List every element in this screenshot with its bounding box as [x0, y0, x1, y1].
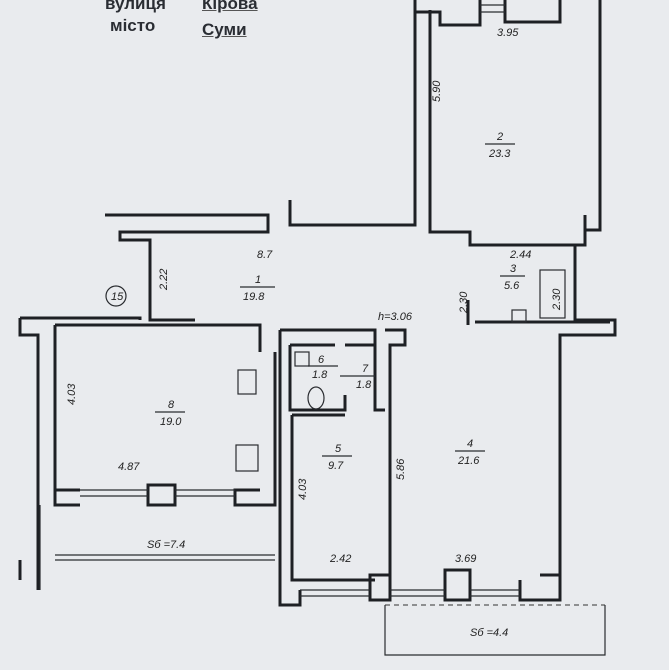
balcony-right-area: Sб =4.4 [470, 627, 508, 639]
svg-text:19.0: 19.0 [160, 416, 182, 428]
svg-text:19.8: 19.8 [243, 291, 265, 303]
dim-room5-length: 4.03 [297, 478, 309, 500]
svg-text:9.7: 9.7 [328, 460, 344, 472]
bathtub-icon [539, 269, 566, 319]
svg-text:4: 4 [467, 438, 473, 450]
dim-corridor-length: 8.7 [257, 249, 273, 261]
dim-room4-length: 5.86 [395, 458, 407, 480]
svg-text:23.3: 23.3 [488, 148, 511, 160]
toilet-icon [307, 386, 325, 410]
balcony-left [39, 505, 275, 590]
city-value: Суми [202, 20, 247, 39]
svg-text:6: 6 [318, 354, 325, 366]
balcony-left-area: Sб =7.4 [147, 539, 185, 551]
svg-text:21.6: 21.6 [457, 455, 480, 467]
svg-text:1.8: 1.8 [312, 369, 328, 381]
room-6: 61.8 [308, 354, 338, 381]
dim-room8-length: 4.03 [66, 383, 78, 405]
balcony-right-frame [384, 605, 606, 656]
dim-room3-width: 2.44 [509, 249, 531, 261]
room-5: 59.7 [322, 443, 352, 472]
room-3: 35.6 [500, 263, 525, 292]
entrance-marker-circle [105, 285, 127, 307]
sink-icon [511, 309, 527, 323]
entrance-marker: 15 [111, 291, 124, 303]
svg-text:8: 8 [168, 399, 175, 411]
dim-room2-width: 3.95 [497, 27, 519, 39]
dim-room4-width: 3.69 [455, 553, 476, 565]
room-2: 223.3 [485, 131, 515, 160]
dim-room3-bath: 2.30 [551, 288, 563, 311]
svg-text:1.8: 1.8 [356, 379, 372, 391]
kitchen-sink-icon [237, 369, 257, 395]
svg-text:1: 1 [255, 274, 261, 286]
room-4: 421.6 [455, 438, 485, 467]
street-value: Кірова [202, 0, 258, 13]
svg-text:2: 2 [496, 131, 503, 143]
dim-room5-width: 2.42 [329, 553, 351, 565]
walls [18, 0, 617, 607]
svg-text:5.6: 5.6 [504, 280, 520, 292]
city-label: місто [110, 16, 156, 35]
svg-text:5: 5 [335, 443, 342, 455]
room-7: 71.8 [340, 363, 375, 391]
svg-text:7: 7 [362, 363, 369, 375]
svg-text:3: 3 [510, 263, 517, 275]
window-lines [80, 4, 520, 597]
dim-room8-width: 4.87 [118, 461, 140, 473]
dim-room2-length: 5.90 [431, 80, 443, 102]
dim-corridor-width: 2.22 [158, 269, 170, 291]
room-8: 819.0 [155, 399, 185, 428]
sink-icon [294, 351, 310, 367]
stove-icon [235, 444, 259, 472]
room-1: 119.8 [240, 274, 275, 303]
street-label: вулиця [105, 0, 166, 13]
ceiling-height: h=3.06 [378, 311, 413, 323]
dim-room3-length: 2.30 [458, 291, 470, 314]
